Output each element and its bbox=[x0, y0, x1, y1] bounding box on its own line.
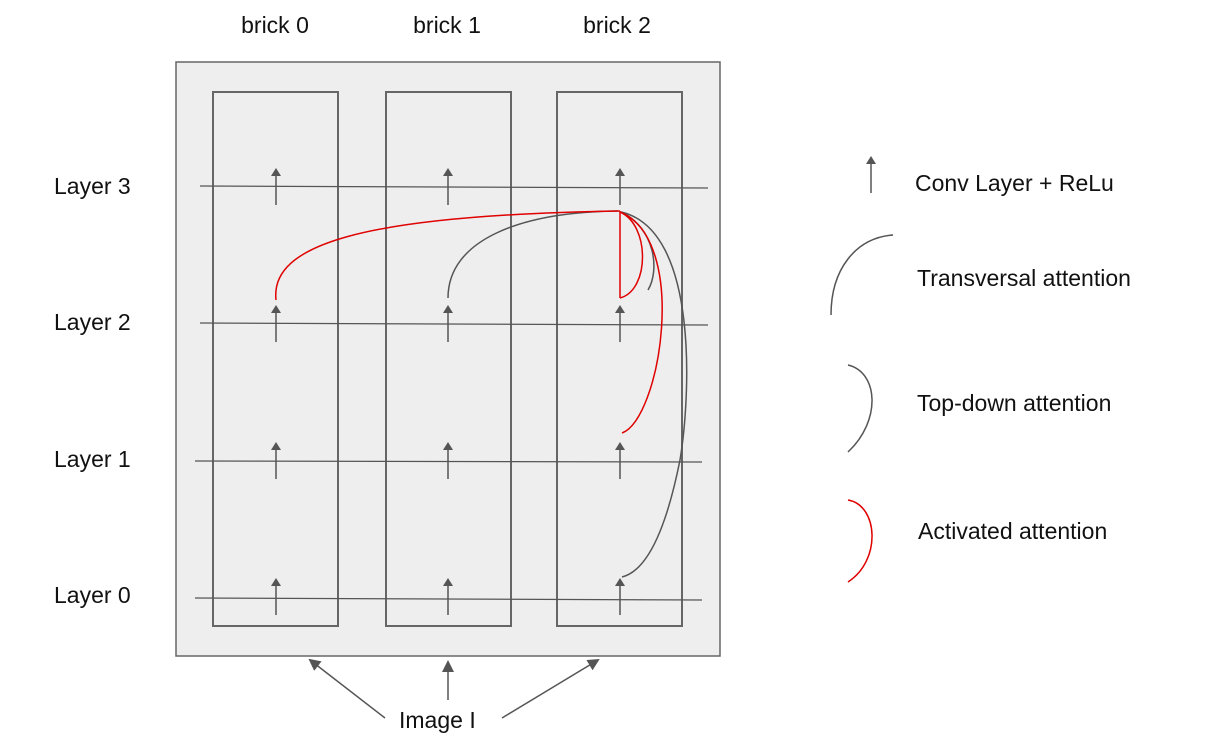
activated-topdown-curve bbox=[619, 211, 663, 434]
activated-loop-curve bbox=[619, 211, 644, 299]
brick-0-label: brick 0 bbox=[241, 12, 309, 38]
layer-3-label: Layer 3 bbox=[54, 173, 131, 199]
activated-attention-curves bbox=[275, 210, 663, 434]
input-arrow-brick-2 bbox=[501, 658, 600, 719]
layer-1-label: Layer 1 bbox=[54, 446, 131, 472]
brick-1-label: brick 1 bbox=[413, 12, 481, 38]
activated-transversal-curve bbox=[275, 210, 621, 301]
conv-arrows bbox=[271, 168, 625, 615]
layer-3-line bbox=[199, 185, 709, 189]
transversal-attention-curve bbox=[447, 210, 619, 299]
legend-transversal-label: Transversal attention bbox=[917, 265, 1131, 291]
legend-topdown-label: Top-down attention bbox=[917, 390, 1112, 416]
layer-2-line bbox=[199, 322, 709, 326]
layer-2-label: Layer 2 bbox=[54, 309, 131, 335]
legend-transversal-icon bbox=[830, 234, 894, 316]
input-arrows bbox=[308, 658, 600, 719]
legend-conv-label: Conv Layer + ReLu bbox=[915, 170, 1114, 196]
legend-topdown-icon bbox=[847, 364, 873, 453]
layer-0-label: Layer 0 bbox=[54, 582, 131, 608]
legend-activated-label: Activated attention bbox=[918, 518, 1108, 544]
brick-2-label: brick 2 bbox=[583, 12, 651, 38]
topdown-attention-curve bbox=[620, 211, 688, 578]
legend-activated-icon bbox=[847, 499, 873, 583]
input-arrow-brick-0 bbox=[308, 658, 386, 719]
legend bbox=[830, 156, 894, 583]
image-input-label: Image I bbox=[399, 707, 476, 733]
